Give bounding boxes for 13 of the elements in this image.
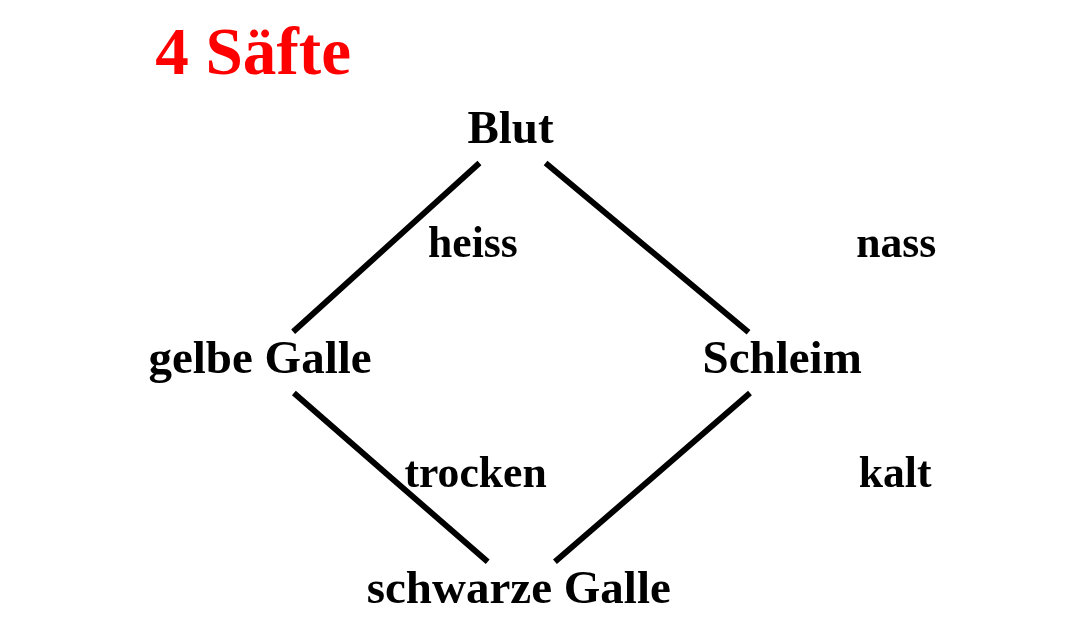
edge-label: nass — [856, 218, 937, 267]
edge-label: kalt — [858, 448, 932, 497]
connector — [291, 390, 490, 565]
node-text: Schleim — [702, 330, 862, 383]
connector — [291, 160, 482, 334]
node-text: gelbe Galle — [148, 330, 372, 383]
node-text: Blut — [467, 100, 554, 153]
edge-label: trocken — [404, 448, 547, 497]
edge-label: heiss — [428, 218, 518, 267]
connector — [553, 390, 752, 565]
node-text: schwarze Galle — [366, 560, 671, 613]
diagram-title: 4 Säfte — [155, 13, 351, 89]
connector — [543, 160, 751, 335]
